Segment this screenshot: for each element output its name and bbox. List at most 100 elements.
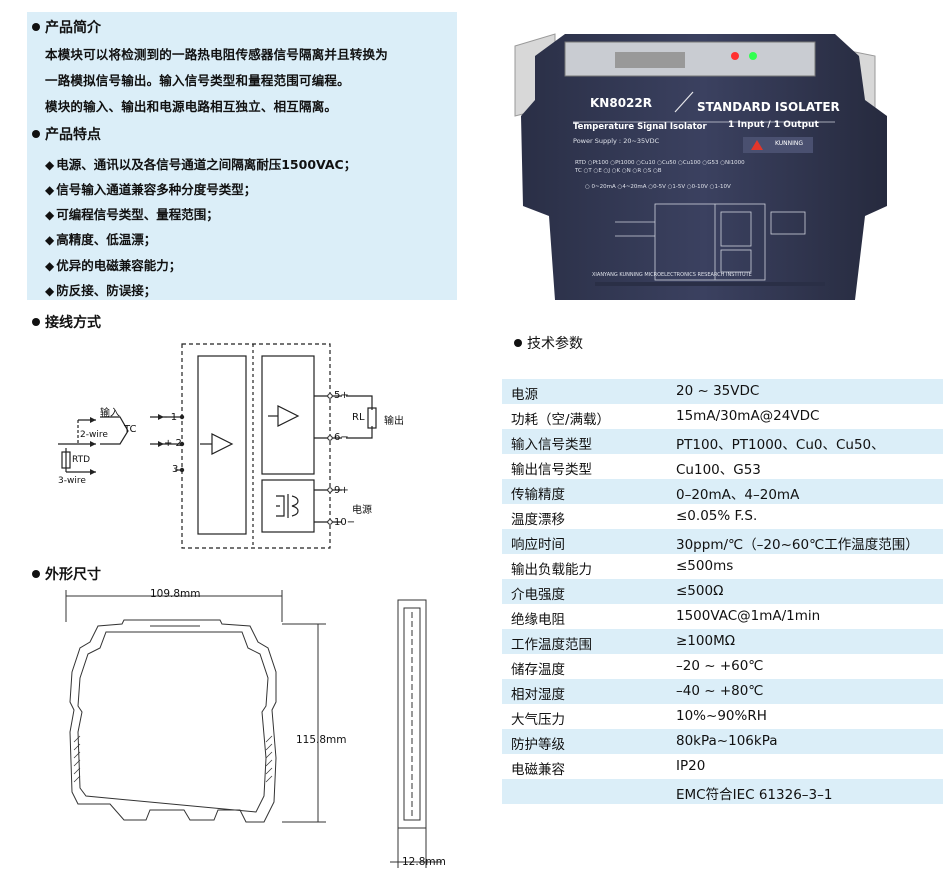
rtd-label: RTD	[72, 455, 91, 465]
tc-sensor	[100, 416, 129, 445]
dimension-drawing	[65, 590, 442, 868]
spec-value: 0–20mA、4–20mA	[676, 487, 800, 503]
spec-key: 绝缘电阻	[511, 612, 565, 628]
table-row: 功耗（空/满载） 15mA/30mA@24VDC	[502, 404, 943, 429]
spec-key: 响应时间	[511, 537, 565, 553]
rtd-resistor	[61, 451, 71, 469]
led-red-icon	[731, 52, 739, 60]
terminal-6: 6−	[334, 432, 349, 443]
spec-value: 20 ~ 35VDC	[676, 383, 760, 399]
product-input-row: TC ○T ○E ○J ○K ○N ○R ○S ○B	[575, 168, 662, 174]
terminal-1: - 1	[164, 412, 178, 423]
product-subtitle: Temperature Signal Isolator	[573, 122, 707, 132]
spec-value: –20 ~ +60℃	[676, 658, 764, 674]
terminal-9: 9+	[334, 485, 349, 496]
spec-key: 工作温度范围	[511, 637, 592, 653]
module-body	[521, 34, 887, 300]
bullet-icon	[32, 23, 40, 31]
load-resistor	[367, 407, 377, 429]
spec-key: 功耗（空/满载）	[511, 412, 611, 428]
spec-key: 储存温度	[511, 662, 565, 678]
module-boundary	[181, 343, 331, 549]
table-row: 介电强度≤500Ω	[502, 579, 943, 604]
intro-panel: 产品简介 本模块可以将检测到的一路热电阻传感器信号隔离并且转换为 一路模拟信号输…	[27, 12, 457, 300]
front-profile	[69, 619, 277, 823]
spec-value: –40 ~ +80℃	[676, 683, 764, 699]
terminal-5: 5+	[334, 390, 349, 401]
transformer-icon	[276, 495, 285, 517]
kunning-logo-icon	[751, 140, 763, 150]
table-row: 输入信号类型 PT100、PT1000、Cu0、Cu50、	[502, 429, 943, 454]
input-label: 输入	[100, 408, 120, 419]
table-row: 温度漂移≤0.05% F.S.	[502, 504, 943, 529]
side-profile	[397, 599, 427, 829]
table-row: 储存温度 –20 ~ +60℃	[502, 654, 943, 679]
rl-label: RL	[352, 412, 365, 423]
product-model: KN8022R	[590, 96, 652, 110]
bullet-icon	[32, 570, 40, 578]
spec-value: 15mA/30mA@24VDC	[676, 408, 820, 424]
spec-key: 防护等级	[511, 737, 565, 753]
table-row: 输出信号类型 Cu100、G53	[502, 454, 943, 479]
spec-heading: 技术参数	[514, 333, 583, 353]
depth-dimension: 12.8mm	[402, 856, 446, 868]
product-output-row: ○ 0~20mA ○4~20mA ○0-5V ○1-5V ○0-10V ○1-1…	[585, 184, 731, 190]
diamond-icon: ◆	[45, 183, 55, 197]
bullet-icon	[514, 339, 522, 347]
spec-value: 80kPa~106kPa	[676, 733, 778, 749]
spec-value: IP20	[676, 758, 706, 774]
intro-heading: 产品简介	[32, 17, 101, 37]
spec-key: 电磁兼容	[511, 762, 565, 778]
spec-key: 输出信号类型	[511, 462, 592, 478]
feature-item: ◆防反接、防误接；	[45, 283, 157, 298]
height-dimension: 115.8mm	[296, 734, 347, 746]
table-row: 相对湿度–40 ~ +80℃	[502, 679, 943, 704]
spec-key: 输入信号类型	[511, 437, 592, 453]
feature-item: ◆优异的电磁兼容能力；	[45, 258, 182, 273]
bullet-icon	[32, 318, 40, 326]
led-green-icon	[749, 52, 757, 60]
feature-item: ◆电源、通讯以及各信号通道之间隔离耐压1500VAC；	[45, 157, 357, 172]
diamond-icon: ◆	[45, 259, 55, 273]
spec-key: 输出负载能力	[511, 562, 592, 578]
spec-key: 温度漂移	[511, 512, 565, 528]
width-dimension: 109.8mm	[150, 588, 201, 600]
spec-value: PT100、PT1000、Cu0、Cu50、	[676, 437, 885, 453]
product-photo	[514, 33, 887, 300]
product-supply: Power Supply : 20~35VDC	[573, 137, 660, 145]
feature-item: ◆高精度、低温漂；	[45, 232, 157, 247]
table-row: EMC符合IEC 61326–3–1	[502, 779, 943, 804]
spec-value: EMC符合IEC 61326–3–1	[676, 787, 833, 803]
wiring-heading: 接线方式	[32, 312, 101, 332]
diamond-icon: ◆	[45, 208, 55, 222]
diamond-icon: ◆	[45, 233, 55, 247]
spec-value: 10%~90%RH	[676, 708, 767, 724]
intro-line: 一路模拟信号输出。输入信号类型和量程范围可编程。	[45, 73, 350, 88]
table-row: 工作温度范围 ≥100MΩ	[502, 629, 943, 654]
two-wire-label: 2-wire	[80, 430, 108, 440]
table-row: 输出负载能力≤500ms	[502, 554, 943, 579]
intro-line: 模块的输入、输出和电源电路相互独立、相互隔离。	[45, 99, 338, 114]
table-row: 电磁兼容 IP20	[502, 754, 943, 779]
wiring-diagram	[58, 343, 377, 549]
power-label: 电源	[352, 505, 372, 516]
bullet-icon	[32, 130, 40, 138]
dimensions-heading: 外形尺寸	[32, 564, 101, 584]
input-block	[197, 355, 247, 535]
diamond-icon: ◆	[45, 158, 55, 172]
spec-value: ≥100MΩ	[676, 633, 736, 649]
spec-value: Cu100、G53	[676, 462, 761, 478]
amplifier-icon	[211, 433, 234, 455]
feature-item: ◆可编程信号类型、量程范围；	[45, 207, 219, 222]
diamond-icon: ◆	[45, 284, 55, 298]
product-channels: 1 Input / 1 Output	[728, 120, 819, 130]
tc-label: TC	[124, 424, 137, 435]
terminal-3: 3	[172, 464, 179, 475]
features-heading: 产品特点	[32, 124, 101, 144]
spec-value: ≤500Ω	[676, 583, 724, 599]
table-row: 防护等级 80kPa~106kPa	[502, 729, 943, 754]
